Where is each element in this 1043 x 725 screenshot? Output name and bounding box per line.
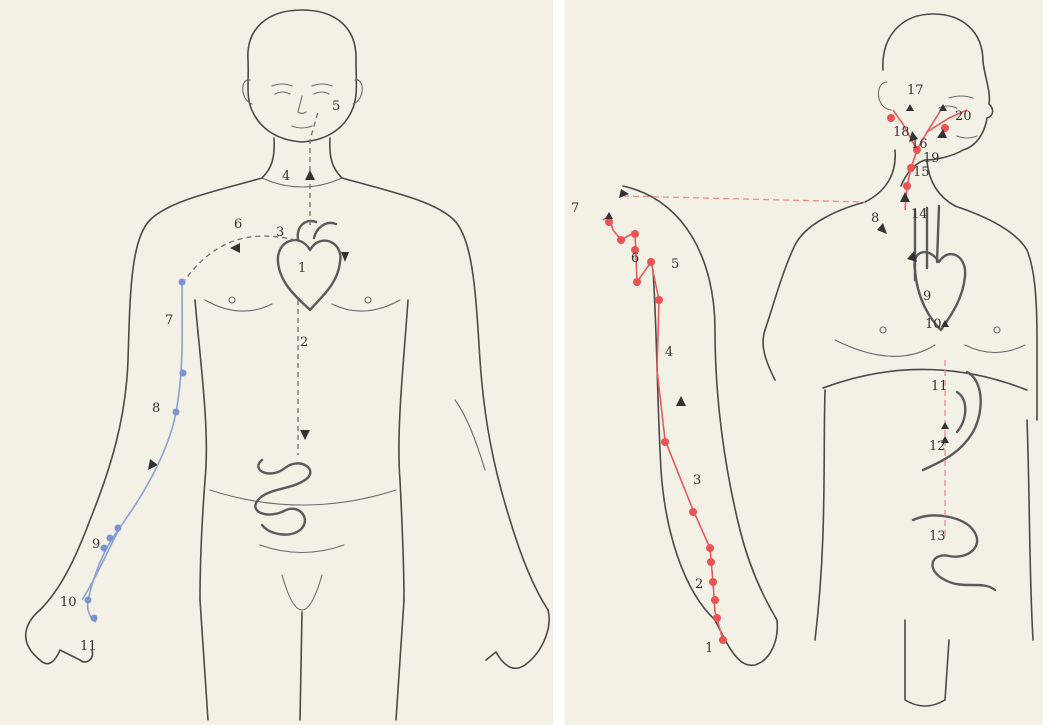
point-dot [85,597,92,604]
point-dot [647,258,655,266]
label-16: 16 [911,137,928,152]
label-20: 20 [955,109,972,124]
point-dot [713,614,721,622]
label-1: 1 [705,641,713,656]
point-dot [605,218,613,226]
label-9: 9 [923,289,931,304]
point-dot [91,615,98,622]
point-dot [631,230,639,238]
point-dot [173,409,180,416]
point-dot [689,508,697,516]
label-8: 8 [871,211,879,226]
point-dot [101,545,108,552]
label-4: 4 [282,169,290,184]
point-dot [887,114,895,122]
right-figure-panel: 1 2 3 4 5 6 7 8 9 10 11 12 13 14 15 16 1… [565,0,1043,725]
label-7: 7 [571,201,579,216]
label-2: 2 [695,577,703,592]
point-dot [903,182,911,190]
left-figure-panel: 1 2 3 4 5 6 7 8 9 10 11 [0,0,553,725]
point-dot [655,296,663,304]
label-3: 3 [276,225,284,240]
point-dot [661,438,669,446]
label-15: 15 [913,165,930,180]
label-3: 3 [693,473,701,488]
point-dot [107,535,114,542]
point-dot [180,370,187,377]
point-dot [711,596,719,604]
label-1: 1 [298,261,306,276]
label-10: 10 [60,595,77,610]
label-5: 5 [332,99,340,114]
point-dot [633,278,641,286]
label-8: 8 [152,401,160,416]
point-dot [617,236,625,244]
label-14: 14 [911,207,928,222]
label-13: 13 [929,529,946,544]
label-17: 17 [907,83,924,98]
point-dot [707,558,715,566]
label-6: 6 [631,251,639,266]
label-6: 6 [234,217,242,232]
label-7: 7 [165,313,173,328]
point-dot [709,578,717,586]
point-dot [719,636,727,644]
label-11: 11 [80,639,97,654]
point-dot [115,525,122,532]
point-dot [706,544,714,552]
point-dot [179,279,186,286]
label-11: 11 [931,379,948,394]
label-2: 2 [300,335,308,350]
label-19: 19 [923,151,940,166]
side-body-diagram: 1 2 3 4 5 6 7 8 9 10 11 12 13 14 15 16 1… [565,0,1043,725]
label-18: 18 [893,125,910,140]
label-9: 9 [92,537,100,552]
panel-background [0,0,553,725]
label-4: 4 [665,345,673,360]
label-12: 12 [929,439,946,454]
label-5: 5 [671,257,679,272]
label-10: 10 [925,317,942,332]
front-body-diagram: 1 2 3 4 5 6 7 8 9 10 11 [0,0,553,725]
